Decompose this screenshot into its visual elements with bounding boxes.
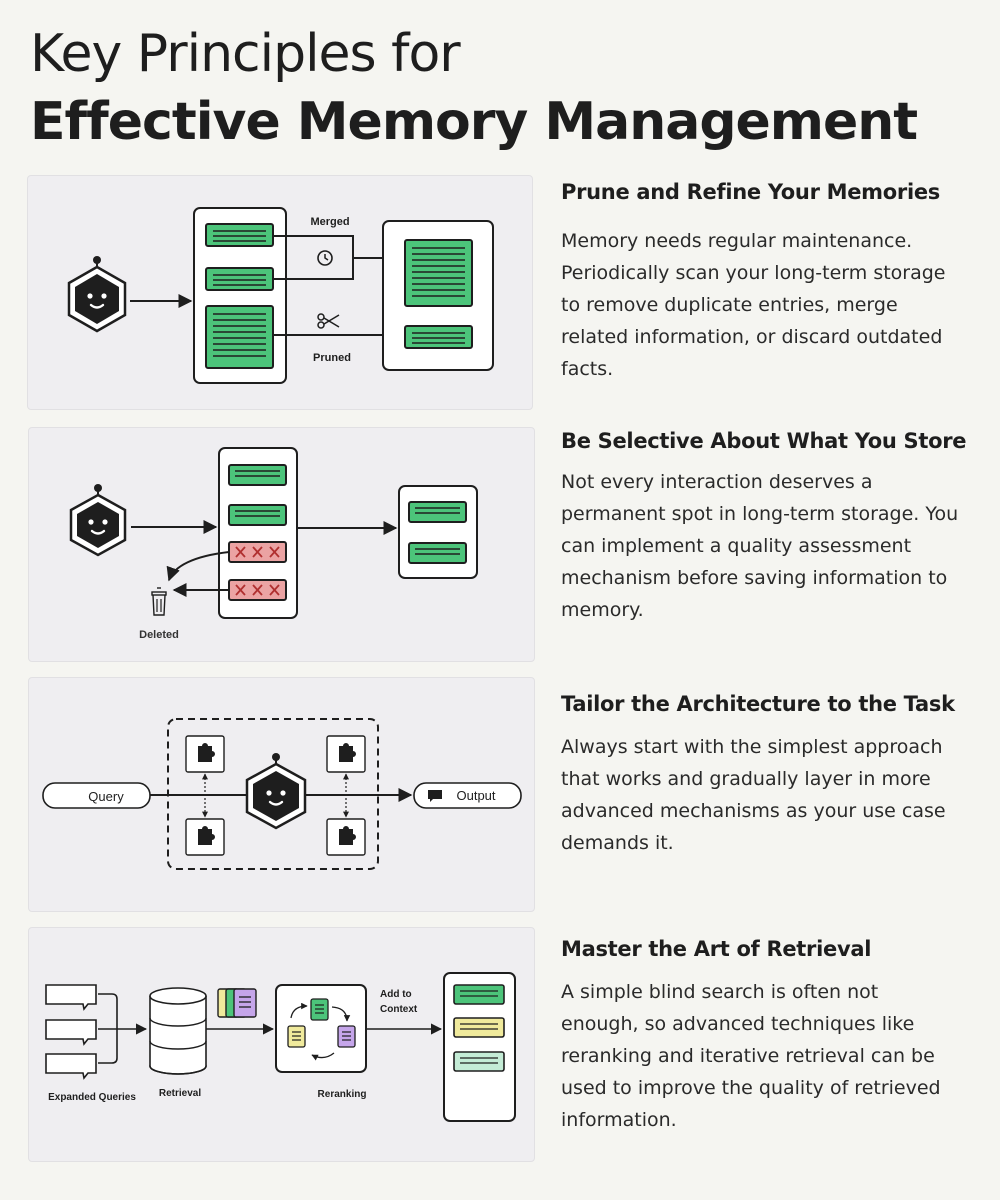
prune-diagram-panel: Merged Pruned [27, 175, 533, 410]
memory-card [408, 542, 467, 564]
puzzle-icon [339, 826, 356, 845]
context-window [443, 972, 516, 1122]
chat-bubble-icon [45, 1019, 97, 1046]
robot-icon [69, 484, 127, 557]
memory-card [205, 267, 274, 291]
context-item [453, 1051, 505, 1072]
incoming-memory-store [218, 447, 298, 619]
context-item [453, 1017, 505, 1038]
rejected-memory-card [228, 579, 287, 601]
puzzle-icon [198, 826, 215, 845]
section-title: Prune and Refine Your Memories [561, 180, 940, 204]
section-title: Tailor the Architecture to the Task [561, 692, 955, 716]
expanded-queries-label: Expanded Queries [48, 1092, 136, 1103]
trash-icon [151, 587, 167, 616]
section-body: Always start with the simplest approach … [561, 736, 946, 854]
memory-card [205, 223, 274, 247]
deleted-label: Deleted [139, 629, 179, 641]
add-to-context-label-line-2: Context [380, 1004, 418, 1015]
section-body: Not every interaction deserves a permane… [561, 471, 959, 621]
puzzle-icon [339, 743, 356, 762]
query-label: Query [88, 789, 124, 804]
chat-bubble-icon [45, 1053, 97, 1080]
output-label: Output [456, 788, 495, 803]
puzzle-icon [198, 743, 215, 762]
selected-memory-store [398, 485, 478, 579]
retrieval-diagram-panel: Expanded Queries Retrieval [28, 927, 535, 1162]
clock-icon [317, 250, 333, 266]
merged-memory-card [404, 239, 473, 307]
add-to-context-label-line-1: Add to [380, 989, 412, 1000]
pruned-memory-card [404, 325, 473, 349]
output-box [413, 782, 522, 809]
retrieval-label: Retrieval [159, 1088, 201, 1099]
scissors-icon [317, 313, 340, 329]
section-body: Memory needs regular maintenance. Period… [561, 230, 946, 380]
pruned-label: Pruned [313, 352, 351, 364]
selective-diagram-panel: Deleted [28, 427, 535, 662]
reranking-label: Reranking [318, 1089, 367, 1100]
section-body: A simple blind search is often not enoug… [561, 981, 941, 1131]
retrieved-documents [217, 988, 257, 1018]
section-title: Be Selective About What You Store [561, 429, 967, 453]
merged-label: Merged [310, 216, 349, 228]
puzzle-module [326, 818, 366, 856]
robot-icon [245, 753, 307, 830]
memory-card [408, 501, 467, 523]
memory-card [228, 464, 287, 486]
page-title-line-2: Effective Memory Management [30, 92, 918, 152]
chat-bubble-icon [45, 984, 97, 1011]
robot-icon [67, 256, 127, 333]
chat-icon [428, 790, 442, 802]
puzzle-module [185, 735, 225, 773]
memory-card [228, 504, 287, 526]
context-item [453, 984, 505, 1005]
database-icon [149, 987, 207, 1075]
section-title: Master the Art of Retrieval [561, 937, 872, 961]
memory-card-large [205, 305, 274, 369]
puzzle-module [326, 735, 366, 773]
architecture-diagram-panel: Query [28, 677, 535, 912]
page-title-line-1: Key Principles for [30, 24, 461, 84]
rejected-memory-card [228, 541, 287, 563]
puzzle-module [185, 818, 225, 856]
